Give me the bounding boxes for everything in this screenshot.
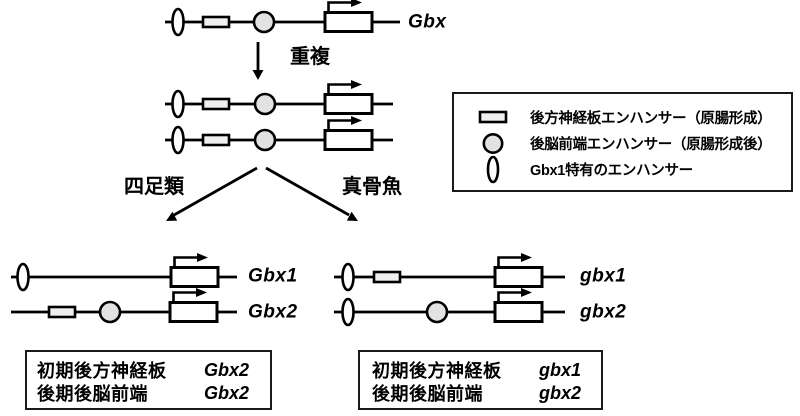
legend-item-label: 後方神経板エンハンサー（原腸形成） [530, 110, 772, 127]
summary-context: 後期後脳前端 [37, 384, 148, 404]
legend-item-posterior-neural-plate: 後方神経板エンハンサー（原腸形成） [454, 106, 791, 129]
teleost-gbx2-label: gbx2 [580, 301, 627, 323]
summary-row: 初期後方神経板 gbx1 [372, 357, 601, 382]
gene-box-icon [323, 114, 374, 151]
construct-duplicated-copy-1 [165, 78, 393, 119]
hindbrain-anterior-enhancer-icon [253, 92, 277, 116]
teleost-gbx1-label: gbx1 [580, 265, 627, 287]
duplication-arrow-icon [252, 42, 264, 80]
gbx1-specific-enhancer-icon [171, 89, 185, 119]
duplication-label: 重複 [290, 46, 330, 68]
summary-gene: Gbx2 [204, 359, 250, 380]
legend-item-label: 後脳前端エンハンサー（原腸形成後） [530, 136, 772, 153]
branch-arrow-left-icon [166, 166, 258, 221]
hindbrain-anterior-enhancer-icon [478, 132, 508, 155]
summary-context: 初期後方神経板 [37, 361, 167, 381]
tetrapod-gbx1-label: Gbx1 [248, 265, 298, 287]
teleost-summary-box: 初期後方神経板 gbx1 後期後脳前端 gbx2 [358, 350, 603, 410]
posterior-neural-plate-enhancer-icon [47, 305, 77, 319]
branch-left-label: 四足類 [124, 176, 184, 198]
branch-right-label: 真骨魚 [342, 176, 402, 198]
ancestor-gene-label: Gbx [408, 11, 447, 33]
summary-gene: Gbx2 [204, 382, 250, 403]
gbx1-specific-enhancer-icon [16, 262, 30, 292]
summary-row: 後期後脳前端 Gbx2 [37, 380, 270, 405]
legend-item-gbx1-specific: Gbx1特有のエンハンサー [454, 155, 791, 184]
summary-gene: gbx2 [539, 382, 582, 403]
construct-tetrapod-gbx2 [11, 286, 237, 324]
posterior-neural-plate-enhancer-icon [372, 270, 402, 284]
gene-box-icon [493, 251, 544, 288]
hindbrain-anterior-enhancer-icon [425, 300, 449, 324]
construct-duplicated-copy-2 [165, 114, 393, 155]
summary-context: 初期後方神経板 [372, 361, 502, 381]
gbx1-specific-enhancer-icon [478, 155, 508, 184]
gene-box-icon [323, 78, 374, 115]
hindbrain-anterior-enhancer-icon [252, 10, 276, 34]
gene-box-icon [493, 286, 544, 323]
legend-item-hindbrain-anterior: 後脳前端エンハンサー（原腸形成後） [454, 132, 791, 155]
construct-teleost-gbx2 [334, 286, 565, 327]
construct-teleost-gbx1 [334, 251, 565, 292]
gbx1-specific-enhancer-icon [341, 297, 355, 327]
summary-context: 後期後脳前端 [372, 384, 483, 404]
hindbrain-anterior-enhancer-icon [98, 300, 122, 324]
gene-box-icon [168, 286, 219, 323]
gbx1-specific-enhancer-icon [171, 125, 185, 155]
summary-row: 初期後方神経板 Gbx2 [37, 357, 270, 382]
branch-arrow-right-icon [265, 166, 358, 221]
legend-item-label: Gbx1特有のエンハンサー [530, 162, 693, 179]
posterior-neural-plate-enhancer-icon [201, 97, 231, 111]
posterior-neural-plate-enhancer-icon [478, 109, 508, 125]
tetrapod-gbx2-label: Gbx2 [248, 301, 298, 323]
legend-box: 後方神経板エンハンサー（原腸形成） 後脳前端エンハンサー（原腸形成後） Gbx1… [452, 92, 793, 192]
gbx1-specific-enhancer-icon [341, 262, 355, 292]
gbx1-specific-enhancer-icon [171, 7, 185, 37]
tetrapod-summary-box: 初期後方神経板 Gbx2 後期後脳前端 Gbx2 [25, 350, 272, 410]
construct-ancestor-gbx [165, 0, 400, 37]
gene-box-icon [323, 0, 374, 33]
posterior-neural-plate-enhancer-icon [201, 15, 231, 29]
posterior-neural-plate-enhancer-icon [201, 133, 231, 147]
construct-tetrapod-gbx1 [11, 251, 237, 292]
gene-box-icon [169, 251, 220, 288]
hindbrain-anterior-enhancer-icon [253, 128, 277, 152]
summary-row: 後期後脳前端 gbx2 [372, 380, 601, 405]
summary-gene: gbx1 [539, 359, 582, 380]
